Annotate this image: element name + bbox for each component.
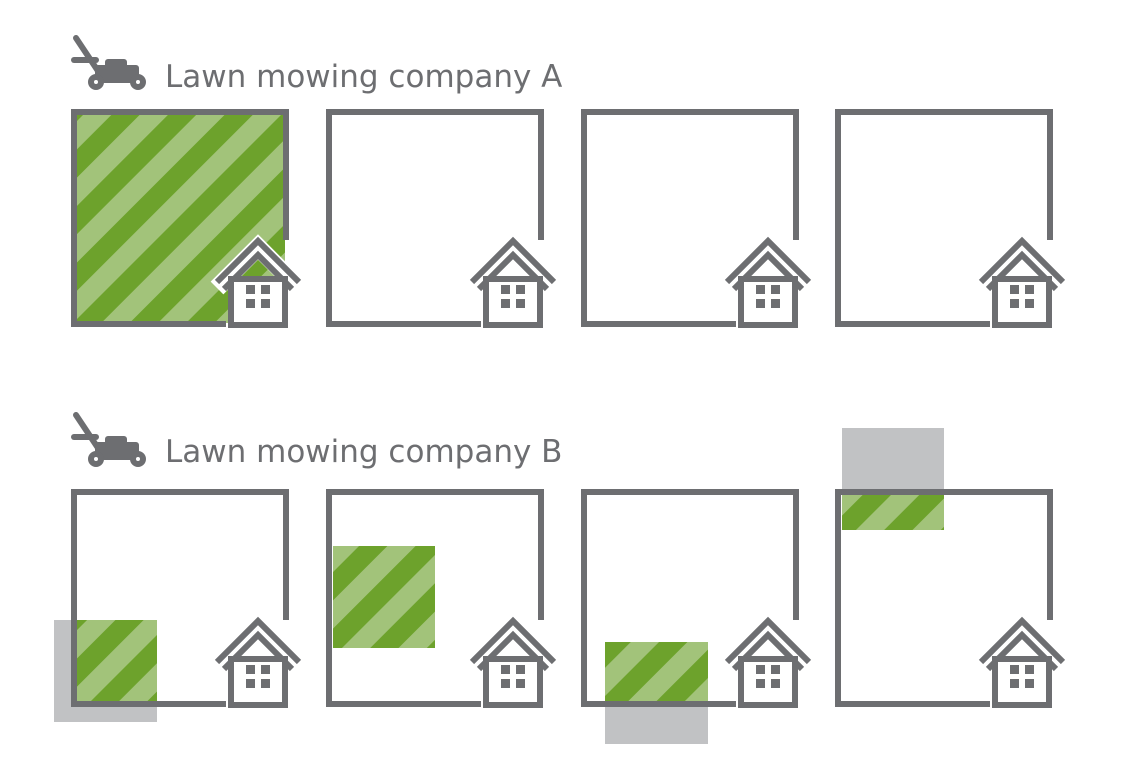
lot-b4 xyxy=(835,428,1070,708)
house-icon xyxy=(720,614,816,708)
lot-boundary xyxy=(581,489,799,707)
house-icon xyxy=(974,234,1070,328)
lot-a2 xyxy=(326,109,561,328)
mowed-patch xyxy=(76,620,157,701)
mowed-patch xyxy=(605,642,708,701)
lot-b1 xyxy=(54,489,306,722)
company-b-label: Lawn mowing company B xyxy=(165,434,562,470)
lot-boundary xyxy=(71,109,289,327)
house-icon xyxy=(465,614,561,708)
lot-a4 xyxy=(835,109,1070,328)
lot-boundary xyxy=(835,489,1053,707)
lot-boundary xyxy=(326,489,544,707)
lot-boundary xyxy=(581,109,799,327)
lot-a1 xyxy=(71,109,306,328)
house-icon xyxy=(210,234,306,328)
lot-b2 xyxy=(326,489,561,708)
house-icon xyxy=(210,614,306,708)
lawn-mower-icon xyxy=(71,35,146,90)
company-a-row: Lawn mowing company A xyxy=(71,35,1070,328)
mowed-patch xyxy=(333,546,435,648)
lot-boundary xyxy=(71,489,289,707)
mowed-patch xyxy=(842,495,944,530)
lot-a3 xyxy=(581,109,816,328)
company-a-label: Lawn mowing company A xyxy=(165,59,562,95)
company-b-row: Lawn mowing company B xyxy=(54,412,1070,744)
lawn-mower-icon xyxy=(71,412,146,467)
house-icon xyxy=(465,234,561,328)
house-icon xyxy=(974,614,1070,708)
lot-boundary xyxy=(835,109,1053,327)
house-icon xyxy=(720,234,816,328)
lot-boundary xyxy=(326,109,544,327)
lot-b3 xyxy=(581,489,816,744)
